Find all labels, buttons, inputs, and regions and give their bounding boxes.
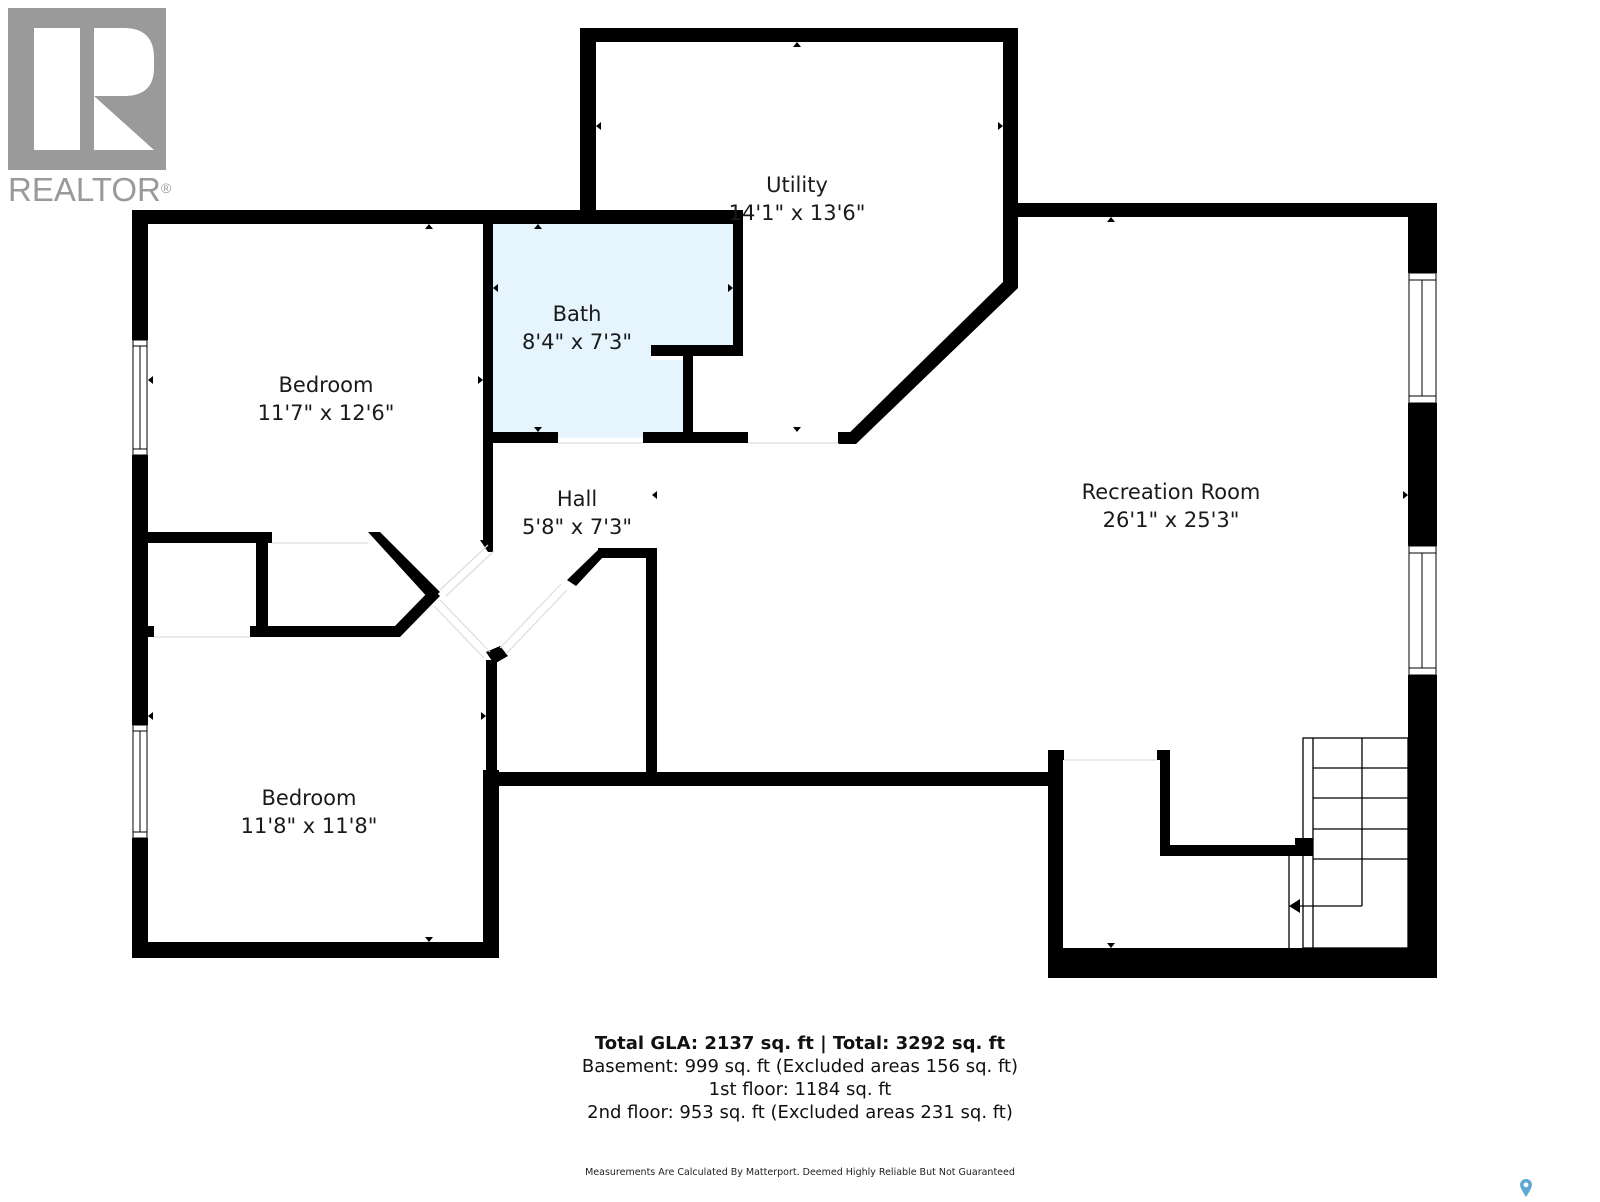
total-area: Total GLA: 2137 sq. ft | Total: 3292 sq.…: [594, 1033, 1006, 1054]
area-summary: Total GLA: 2137 sq. ft | Total: 3292 sq.…: [0, 1032, 1600, 1124]
registered-mark: ®: [160, 180, 172, 196]
room-bath: Bath 8'4" x 7'3": [522, 300, 632, 356]
doorways: [154, 442, 1157, 761]
window-bedroom1: [132, 339, 148, 456]
measure-markers: [148, 42, 1408, 948]
room-hall: Hall 5'8" x 7'3": [522, 485, 632, 541]
bath-fill: [491, 222, 738, 438]
realtor-wordmark: REALTOR®: [8, 172, 178, 208]
room-name: Recreation Room: [1081, 480, 1261, 504]
windows: [132, 272, 1437, 839]
window-bedroom2: [132, 724, 148, 839]
room-dimensions: 14'1" x 13'6": [728, 201, 866, 225]
first-floor-area: 1st floor: 1184 sq. ft: [708, 1079, 892, 1100]
room-recreation: Recreation Room 26'1" x 25'3": [1082, 478, 1261, 534]
location-pin-icon[interactable]: [1519, 1178, 1533, 1202]
room-dimensions: 8'4" x 7'3": [521, 330, 633, 354]
room-bedroom-1: Bedroom 11'7" x 12'6": [258, 371, 395, 427]
walls: [132, 28, 1437, 978]
basement-area: Basement: 999 sq. ft (Excluded areas 156…: [581, 1056, 1019, 1077]
window-rec-upper: [1408, 272, 1437, 404]
room-utility: Utility 14'1" x 13'6": [729, 171, 866, 227]
realtor-logo: REALTOR®: [8, 8, 178, 208]
room-dimensions: 5'8" x 7'3": [521, 515, 633, 539]
room-name: Bedroom: [261, 786, 357, 810]
room-name: Bath: [552, 302, 602, 326]
room-name: Utility: [766, 173, 828, 197]
room-bedroom-2: Bedroom 11'8" x 11'8": [241, 784, 378, 840]
room-dimensions: 11'7" x 12'6": [257, 401, 395, 425]
room-name: Hall: [556, 487, 598, 511]
wordmark-text: REALTOR: [8, 171, 161, 208]
realtor-r-icon: [8, 8, 166, 170]
room-name: Bedroom: [278, 373, 374, 397]
room-dimensions: 11'8" x 11'8": [240, 814, 378, 838]
room-dimensions: 26'1" x 25'3": [1102, 508, 1240, 532]
second-floor-area: 2nd floor: 953 sq. ft (Excluded areas 23…: [587, 1102, 1013, 1123]
stairs-arrow-icon: [1289, 899, 1300, 913]
window-rec-lower: [1408, 545, 1437, 676]
stairs: [1288, 737, 1409, 949]
disclaimer: Measurements Are Calculated By Matterpor…: [585, 1167, 1015, 1178]
